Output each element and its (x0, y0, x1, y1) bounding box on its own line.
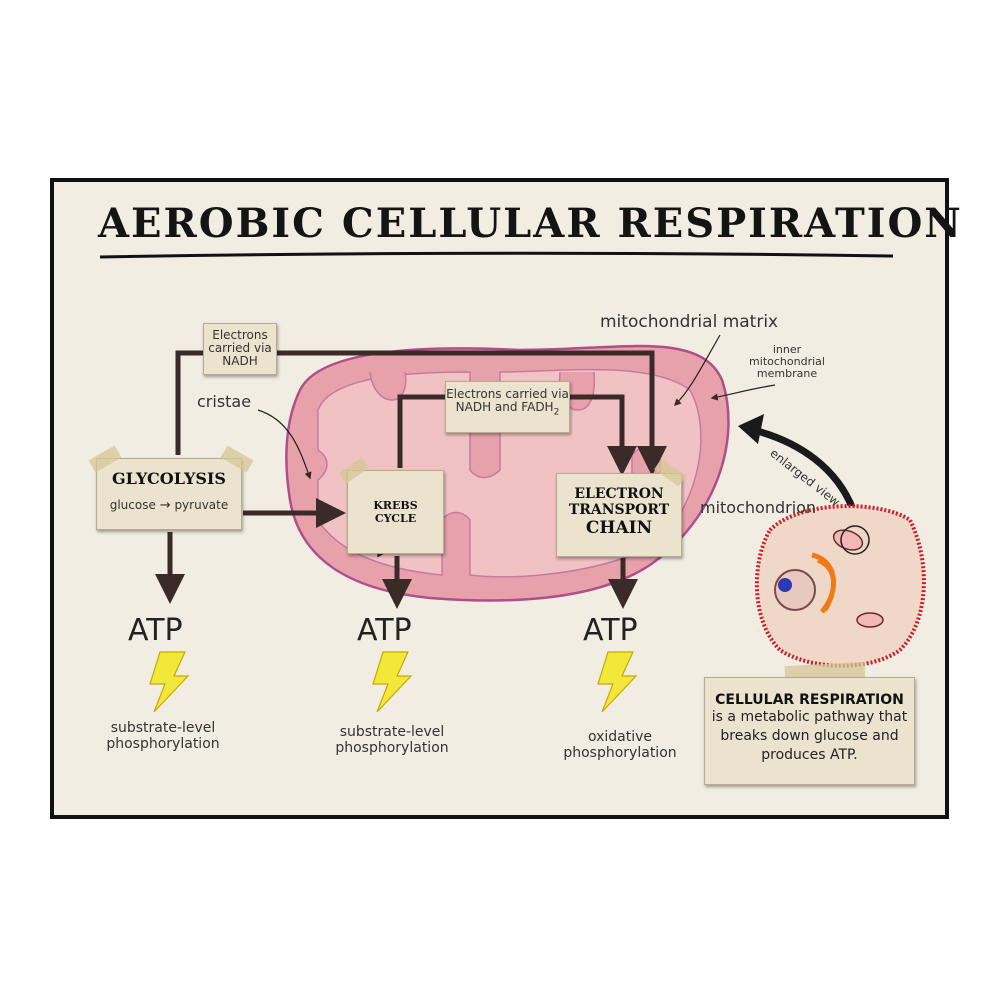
definition-card: CELLULAR RESPIRATION is a metabolic path… (704, 677, 915, 785)
page-title: AEROBIC CELLULAR RESPIRATION (98, 200, 963, 247)
nadh-note-text: Electrons carried via NADH (208, 328, 272, 368)
glycolysis-title: GLYCOLYSIS (112, 469, 226, 488)
bolt-icon (372, 651, 413, 713)
etc-line2: TRANSPORT (568, 502, 670, 518)
atp-label: ATP (128, 613, 183, 648)
krebs-line2: CYCLE (374, 512, 417, 525)
mitochondrion-label: mitochondrion (700, 498, 817, 517)
bolt-icon (597, 651, 638, 713)
bolt-icon (149, 651, 190, 713)
krebs-box: KREBS CYCLE (347, 470, 444, 554)
nadh-fadh-note: Electrons carried via NADH and FADH2 (445, 381, 570, 433)
cristae-pointer (257, 409, 312, 480)
atp-caption: substrate-level phosphorylation (106, 720, 220, 752)
nadh-fadh-note-text: Electrons carried via NADH and FADH (446, 387, 569, 414)
membrane-label: inner mitochondrial membrane (749, 343, 825, 380)
nadh-note: Electrons carried via NADH (203, 323, 277, 375)
matrix-label: mitochondrial matrix (600, 312, 779, 332)
pyruvate-label: pyruvate (174, 498, 229, 512)
fadh-subscript: 2 (553, 407, 560, 418)
etc-label: ELECTRON TRANSPORT CHAIN (557, 486, 681, 538)
membrane-pointer (710, 384, 776, 401)
title-underline (99, 251, 894, 259)
matrix-pointer (673, 334, 721, 407)
atp-caption: substrate-level phosphorylation (335, 724, 449, 756)
cristae-label: cristae (197, 392, 252, 411)
atp-label: ATP (357, 613, 412, 648)
krebs-line1: KREBS (373, 499, 418, 512)
glycolysis-equation: glucose → pyruvate (97, 498, 241, 513)
definition-term: CELLULAR RESPIRATION (715, 692, 904, 708)
atp-label: ATP (583, 613, 638, 648)
cell-drawing (754, 504, 926, 668)
definition-text: is a metabolic pathway that breaks down … (711, 709, 908, 763)
etc-box: ELECTRON TRANSPORT CHAIN (556, 473, 682, 557)
cell-mitochondrion (832, 529, 864, 551)
golgi (811, 552, 836, 614)
arrow-nadh-top (175, 350, 667, 476)
krebs-label: KREBS CYCLE (348, 499, 443, 525)
etc-line3: CHAIN (585, 518, 653, 538)
right-arrow-icon: → (159, 498, 171, 513)
glucose-label: glucose (109, 498, 156, 512)
enlarged-view-arrow (744, 424, 859, 517)
atp-caption: oxidative phosphorylation (563, 729, 677, 761)
etc-line1: ELECTRON (574, 486, 664, 502)
bolts (149, 651, 638, 713)
glycolysis-box: GLYCOLYSIS glucose → pyruvate (96, 458, 242, 530)
